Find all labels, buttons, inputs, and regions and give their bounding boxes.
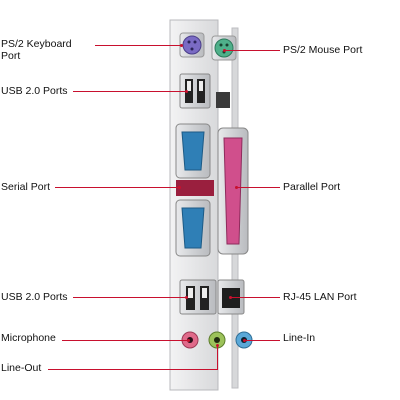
callout-dot-ps2-keyboard (180, 44, 183, 47)
ps2-keyboard-port (182, 35, 202, 55)
serial-port-1 (181, 131, 205, 171)
label-line-out: Line-Out (1, 362, 42, 374)
callout-dot-usb-bottom (185, 296, 188, 299)
callout-dot-parallel (235, 186, 238, 189)
callout-line-parallel (236, 187, 280, 188)
callout-dot-ps2-mouse (223, 49, 226, 52)
callout-line-rj45 (230, 297, 280, 298)
callout-dot-microphone (187, 339, 190, 342)
callout-dot-usb-top (185, 90, 188, 93)
callout-dot-line-in (243, 339, 246, 342)
callout-line-usb-bottom (73, 297, 186, 298)
label-line-in: Line-In (283, 332, 316, 344)
callout-line-ps2-keyboard (95, 45, 181, 46)
label-microphone: Microphone (1, 332, 56, 344)
parallel-port (223, 137, 243, 245)
callout-line-line-out-h (48, 369, 218, 370)
callout-line-line-out-v (217, 346, 218, 370)
callout-dot-line-out (216, 344, 219, 347)
label-rj45: RJ-45 LAN Port (283, 291, 357, 303)
ps2-mouse-port (214, 38, 234, 58)
label-ps2-mouse: PS/2 Mouse Port (283, 44, 363, 56)
label-serial: Serial Port (1, 181, 51, 193)
label-ps2-keyboard: PS/2 Keyboard Port (1, 38, 72, 62)
callout-line-serial (55, 187, 179, 188)
callout-line-ps2-mouse (224, 50, 280, 51)
label-ps2-keyboard-line2: Port (1, 50, 21, 62)
label-usb-top: USB 2.0 Ports (1, 85, 68, 97)
callout-line-line-in (246, 340, 280, 341)
serial-port-2 (181, 207, 205, 249)
callout-line-usb-top (73, 91, 186, 92)
label-parallel: Parallel Port (283, 181, 341, 193)
label-usb-bottom: USB 2.0 Ports (1, 291, 68, 303)
callout-dot-rj45 (229, 296, 232, 299)
callout-line-microphone (62, 340, 188, 341)
label-ps2-keyboard-line1: PS/2 Keyboard (1, 38, 72, 50)
callout-dot-serial (178, 186, 181, 189)
